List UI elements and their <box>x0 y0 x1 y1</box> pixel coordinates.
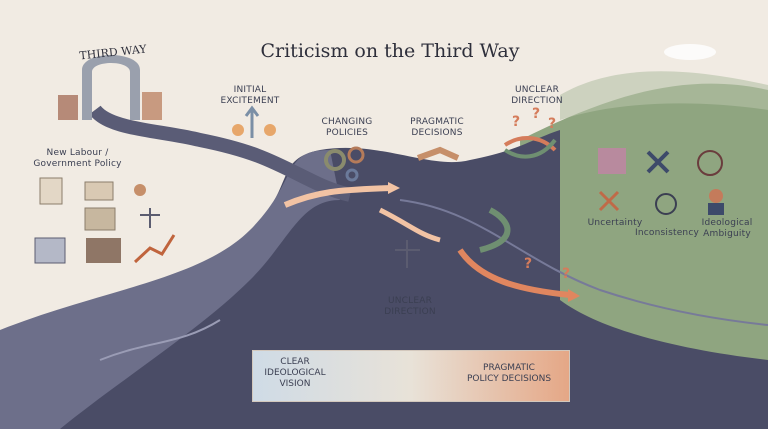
label-initial-excitement: INITIAL EXCITEMENT <box>220 85 280 106</box>
crossed-arrows-icon <box>503 136 557 159</box>
label-ideological-ambiguity: Ideological Ambiguity <box>701 218 753 239</box>
road <box>89 105 352 202</box>
direction-arrow <box>457 248 571 298</box>
building-icon <box>142 92 162 120</box>
hill-shade <box>560 71 768 120</box>
svg-text:?: ? <box>512 114 520 130</box>
gears-icon <box>324 146 365 182</box>
page-title: Criticism on the Third Way <box>260 40 520 62</box>
scales-icon <box>395 240 420 268</box>
spectrum-right-label: PRAGMATIC POLICY DECISIONS <box>466 363 552 384</box>
question-marks: ? ? ? ? ? <box>512 106 570 282</box>
arch-icon <box>82 55 140 120</box>
label-inconsistency: Inconsistency <box>634 228 700 238</box>
svg-text:?: ? <box>562 266 570 282</box>
svg-text:?: ? <box>532 106 540 122</box>
label-government-policy: New Labour / Government Policy <box>33 148 122 169</box>
label-changing-policies: CHANGING POLICIES <box>321 117 373 138</box>
svg-text:?: ? <box>524 256 532 272</box>
building-icon <box>58 95 78 120</box>
confusion-icons <box>598 148 724 215</box>
label-unclear-direction-bottom: UNCLEAR DIRECTION <box>384 296 436 317</box>
river-ripple <box>399 199 768 326</box>
river <box>0 130 768 429</box>
spectrum-bar: CLEAR IDEOLOGICAL VISION PRAGMATIC POLIC… <box>252 350 570 402</box>
arrow-head <box>388 182 400 194</box>
label-pragmatic-decisions: PRAGMATIC DECISIONS <box>410 117 464 138</box>
handshake-icon <box>416 146 460 161</box>
arrow-head <box>568 289 580 302</box>
river-highlight <box>0 150 340 429</box>
svg-text:?: ? <box>548 116 556 132</box>
label-uncertainty: Uncertainty <box>587 218 643 228</box>
excitement-icon <box>232 105 276 138</box>
direction-arrow <box>378 207 441 243</box>
direction-arrow <box>479 207 511 253</box>
river-ripple <box>99 319 221 361</box>
spectrum-left-label: CLEAR IDEOLOGICAL VISION <box>264 357 326 389</box>
policy-icon-grid <box>34 177 176 264</box>
direction-arrow <box>283 185 391 208</box>
label-unclear-direction-top: UNCLEAR DIRECTION <box>511 85 563 106</box>
cloud-icon <box>664 44 716 60</box>
